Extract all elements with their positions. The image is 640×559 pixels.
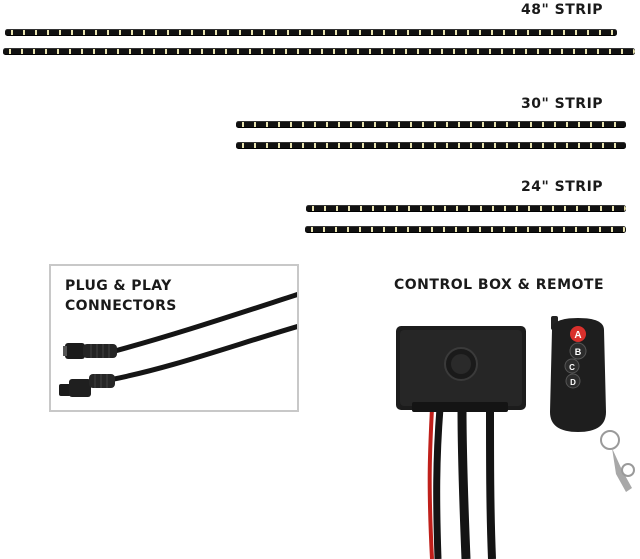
control-box-title: CONTROL BOX & REMOTE [394,277,605,293]
led-strip-24-b [305,227,626,232]
remote-button-a: A [574,330,581,341]
connector-plug-1 [63,343,117,359]
connectors-inset: PLUG & PLAY CONNECTORS [49,264,299,412]
strip-24-label: 24" STRIP [521,179,604,195]
remote-control: A B C D [550,316,635,492]
connectors-title: PLUG & PLAY CONNECTORS [65,276,177,316]
remote-button-b: B [575,347,582,357]
led-strip-24-a [306,206,626,211]
remote-button-d: D [570,378,576,387]
control-box [396,326,526,412]
led-strip-48-b [3,49,635,54]
connectors-title-line1: PLUG & PLAY [65,278,172,294]
connectors-title-line2: CONNECTORS [65,298,177,314]
led-strip-48-a [5,30,617,35]
strip-48-label: 48" STRIP [521,2,604,18]
connector-cables-illustration [59,292,297,397]
led-strip-30-a [236,122,626,127]
strip-30-label: 30" STRIP [521,96,604,112]
remote-button-c: C [569,363,575,372]
connector-plug-2 [59,374,115,397]
led-strip-30-b [236,143,626,148]
